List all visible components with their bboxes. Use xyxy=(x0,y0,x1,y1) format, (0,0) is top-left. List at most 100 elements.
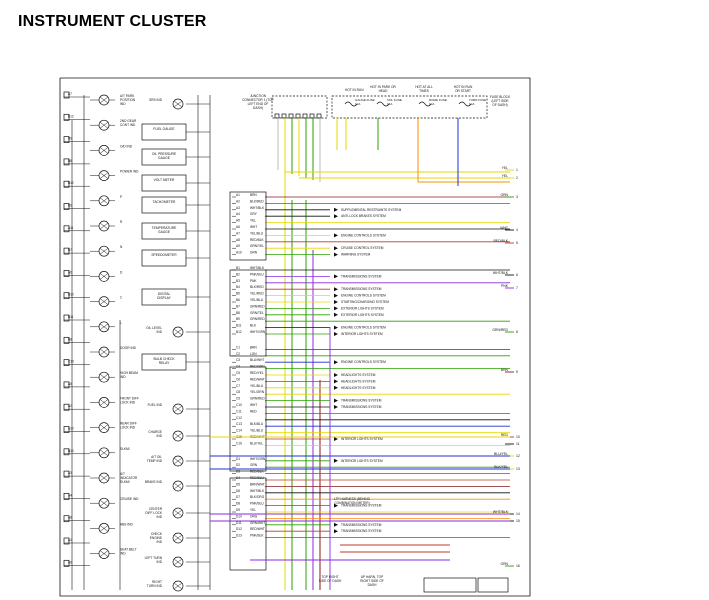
lamp-filament xyxy=(99,424,109,431)
indicator-lamp xyxy=(172,507,184,519)
right-wire-label: PNK xyxy=(501,284,509,288)
lamp-filament xyxy=(173,405,183,413)
left-lamp-label: LOCK IND xyxy=(120,400,136,404)
pin-label: C12 xyxy=(236,416,242,420)
left-lamp-4 xyxy=(98,195,110,207)
harness-note: RIGHT SIDE OF xyxy=(360,579,384,583)
arrow-icon xyxy=(334,522,338,527)
left-connector-pin: A2 xyxy=(68,404,72,408)
gauge-label: TEMPERATURE xyxy=(152,226,177,230)
left-connector xyxy=(63,225,70,233)
pin-label: A10 xyxy=(236,251,242,255)
left-connector xyxy=(63,426,70,433)
right-wire-number: 1 xyxy=(516,168,518,172)
lamp-filament xyxy=(99,222,109,230)
right-wire-number: 15 xyxy=(516,519,520,523)
right-wire-number: 13 xyxy=(516,467,520,471)
gauge-label: DIGITAL xyxy=(158,292,171,296)
wire-color-label: WHT xyxy=(250,225,257,229)
left-lamp-label: IND xyxy=(120,552,126,556)
fuse-block-box xyxy=(331,95,488,119)
indicator-label: DIFF LOCK xyxy=(145,511,163,515)
right-wire-number: 11 xyxy=(516,442,520,446)
left-lamp-1 xyxy=(98,119,110,131)
indicator-label: RIGHT xyxy=(152,580,162,584)
pin-label: B3 xyxy=(236,279,240,283)
center-component-16 xyxy=(172,556,184,568)
pin-label: D3 xyxy=(236,470,240,474)
lamp-filament xyxy=(99,474,109,482)
left-lamp-2 xyxy=(98,145,110,156)
harness-note: UP HARN, TOP xyxy=(361,575,384,579)
pin-label: A7 xyxy=(236,231,240,235)
left-connector xyxy=(63,314,70,322)
left-connector xyxy=(63,537,70,545)
right-wire-label: BRN xyxy=(501,368,509,372)
fuse-symbol xyxy=(344,101,358,107)
destination-label: ENGINE CONTROLS SYSTEM xyxy=(341,360,386,364)
gauge-label: RELAY xyxy=(159,361,170,365)
wire-color-label: RED/WHT xyxy=(250,527,265,531)
pin-label: C4 xyxy=(236,365,240,369)
indicator-lamp xyxy=(172,326,184,338)
destination-label: HEADLIGHTS SYSTEM xyxy=(341,379,376,383)
arrow-icon xyxy=(334,360,338,365)
right-wire-label: WHT/BLK xyxy=(493,271,509,275)
hot-in-run-label: HOT IN RUN xyxy=(345,88,364,92)
left-connector-pin: A6 xyxy=(68,560,72,564)
right-wire-number: 10 xyxy=(516,435,520,439)
left-lamp-label: REAR DIFF xyxy=(120,422,137,426)
gauge-label: FUEL GAUGE xyxy=(153,127,175,131)
right-wire-number: 6 xyxy=(516,273,518,277)
left-lamp-label: CONT IND xyxy=(120,123,136,127)
left-lamp-label: L xyxy=(120,321,122,325)
left-connector-pin: B9 xyxy=(68,137,72,141)
left-connector xyxy=(63,203,70,210)
right-wire-number: 4 xyxy=(516,228,518,232)
left-connector-pin: B10 xyxy=(68,449,74,453)
indicator-label: TEMP IND xyxy=(147,459,163,463)
left-connector xyxy=(63,292,70,300)
left-lamp-14 xyxy=(98,447,110,459)
indicator-lamp xyxy=(172,580,184,592)
lamp-filament xyxy=(173,558,183,566)
left-connector-pin: B11 xyxy=(68,315,74,319)
pin-label: C13 xyxy=(236,422,242,426)
fuse-label: 10A xyxy=(429,102,434,106)
left-lamp-10 xyxy=(98,346,110,358)
left-lamp-label: A/T xyxy=(120,472,125,476)
wire-color-label: YEL/BLU xyxy=(250,231,264,235)
left-lamp-0 xyxy=(98,94,110,106)
left-lamp-label: SEAT BELT xyxy=(120,548,137,552)
left-lamp-8 xyxy=(98,296,110,307)
pin-label: D12 xyxy=(236,527,242,531)
gauge-label: OIL PRESSURE xyxy=(152,152,177,156)
left-lamp-11 xyxy=(98,371,110,383)
fuse-label: DOME FUSE xyxy=(429,98,447,102)
pin-label: D11 xyxy=(236,521,242,525)
junction-pin xyxy=(302,113,308,119)
arrow-icon xyxy=(334,332,338,336)
gauge-label: SPEEDOMETER xyxy=(151,253,177,257)
left-lamp-label: SLKMI xyxy=(120,447,130,451)
junction-pin xyxy=(316,113,322,119)
arrow-icon xyxy=(334,312,338,317)
destination-label: EXTERIOR LIGHTS SYSTEM xyxy=(341,306,384,310)
fuse-symbol xyxy=(418,101,432,107)
wire-color-label: GRN/TEL xyxy=(250,311,264,315)
fuse-2 xyxy=(418,101,432,107)
lamp-filament xyxy=(173,482,183,490)
lamp-filament xyxy=(99,348,109,356)
pin-label: D1 xyxy=(236,457,240,461)
lamp-filament xyxy=(99,96,109,104)
left-lamp-12 xyxy=(98,397,110,408)
wire-color-label: GRN/YEL xyxy=(250,244,264,248)
destination-label: EXTERIOR LIGHTS SYSTEM xyxy=(341,313,384,317)
destination-label: SUPPLEMENTAL RESTRAINTS SYSTEM xyxy=(341,208,402,212)
left-connector xyxy=(63,470,70,478)
left-lamp-label: IND xyxy=(120,102,126,106)
harness-note: LTP HARNESS (BEHIND xyxy=(334,497,371,501)
lamp-filament xyxy=(99,449,109,456)
wire-color-label: WHT/BLK xyxy=(250,266,265,270)
fuse-symbol xyxy=(376,101,390,107)
